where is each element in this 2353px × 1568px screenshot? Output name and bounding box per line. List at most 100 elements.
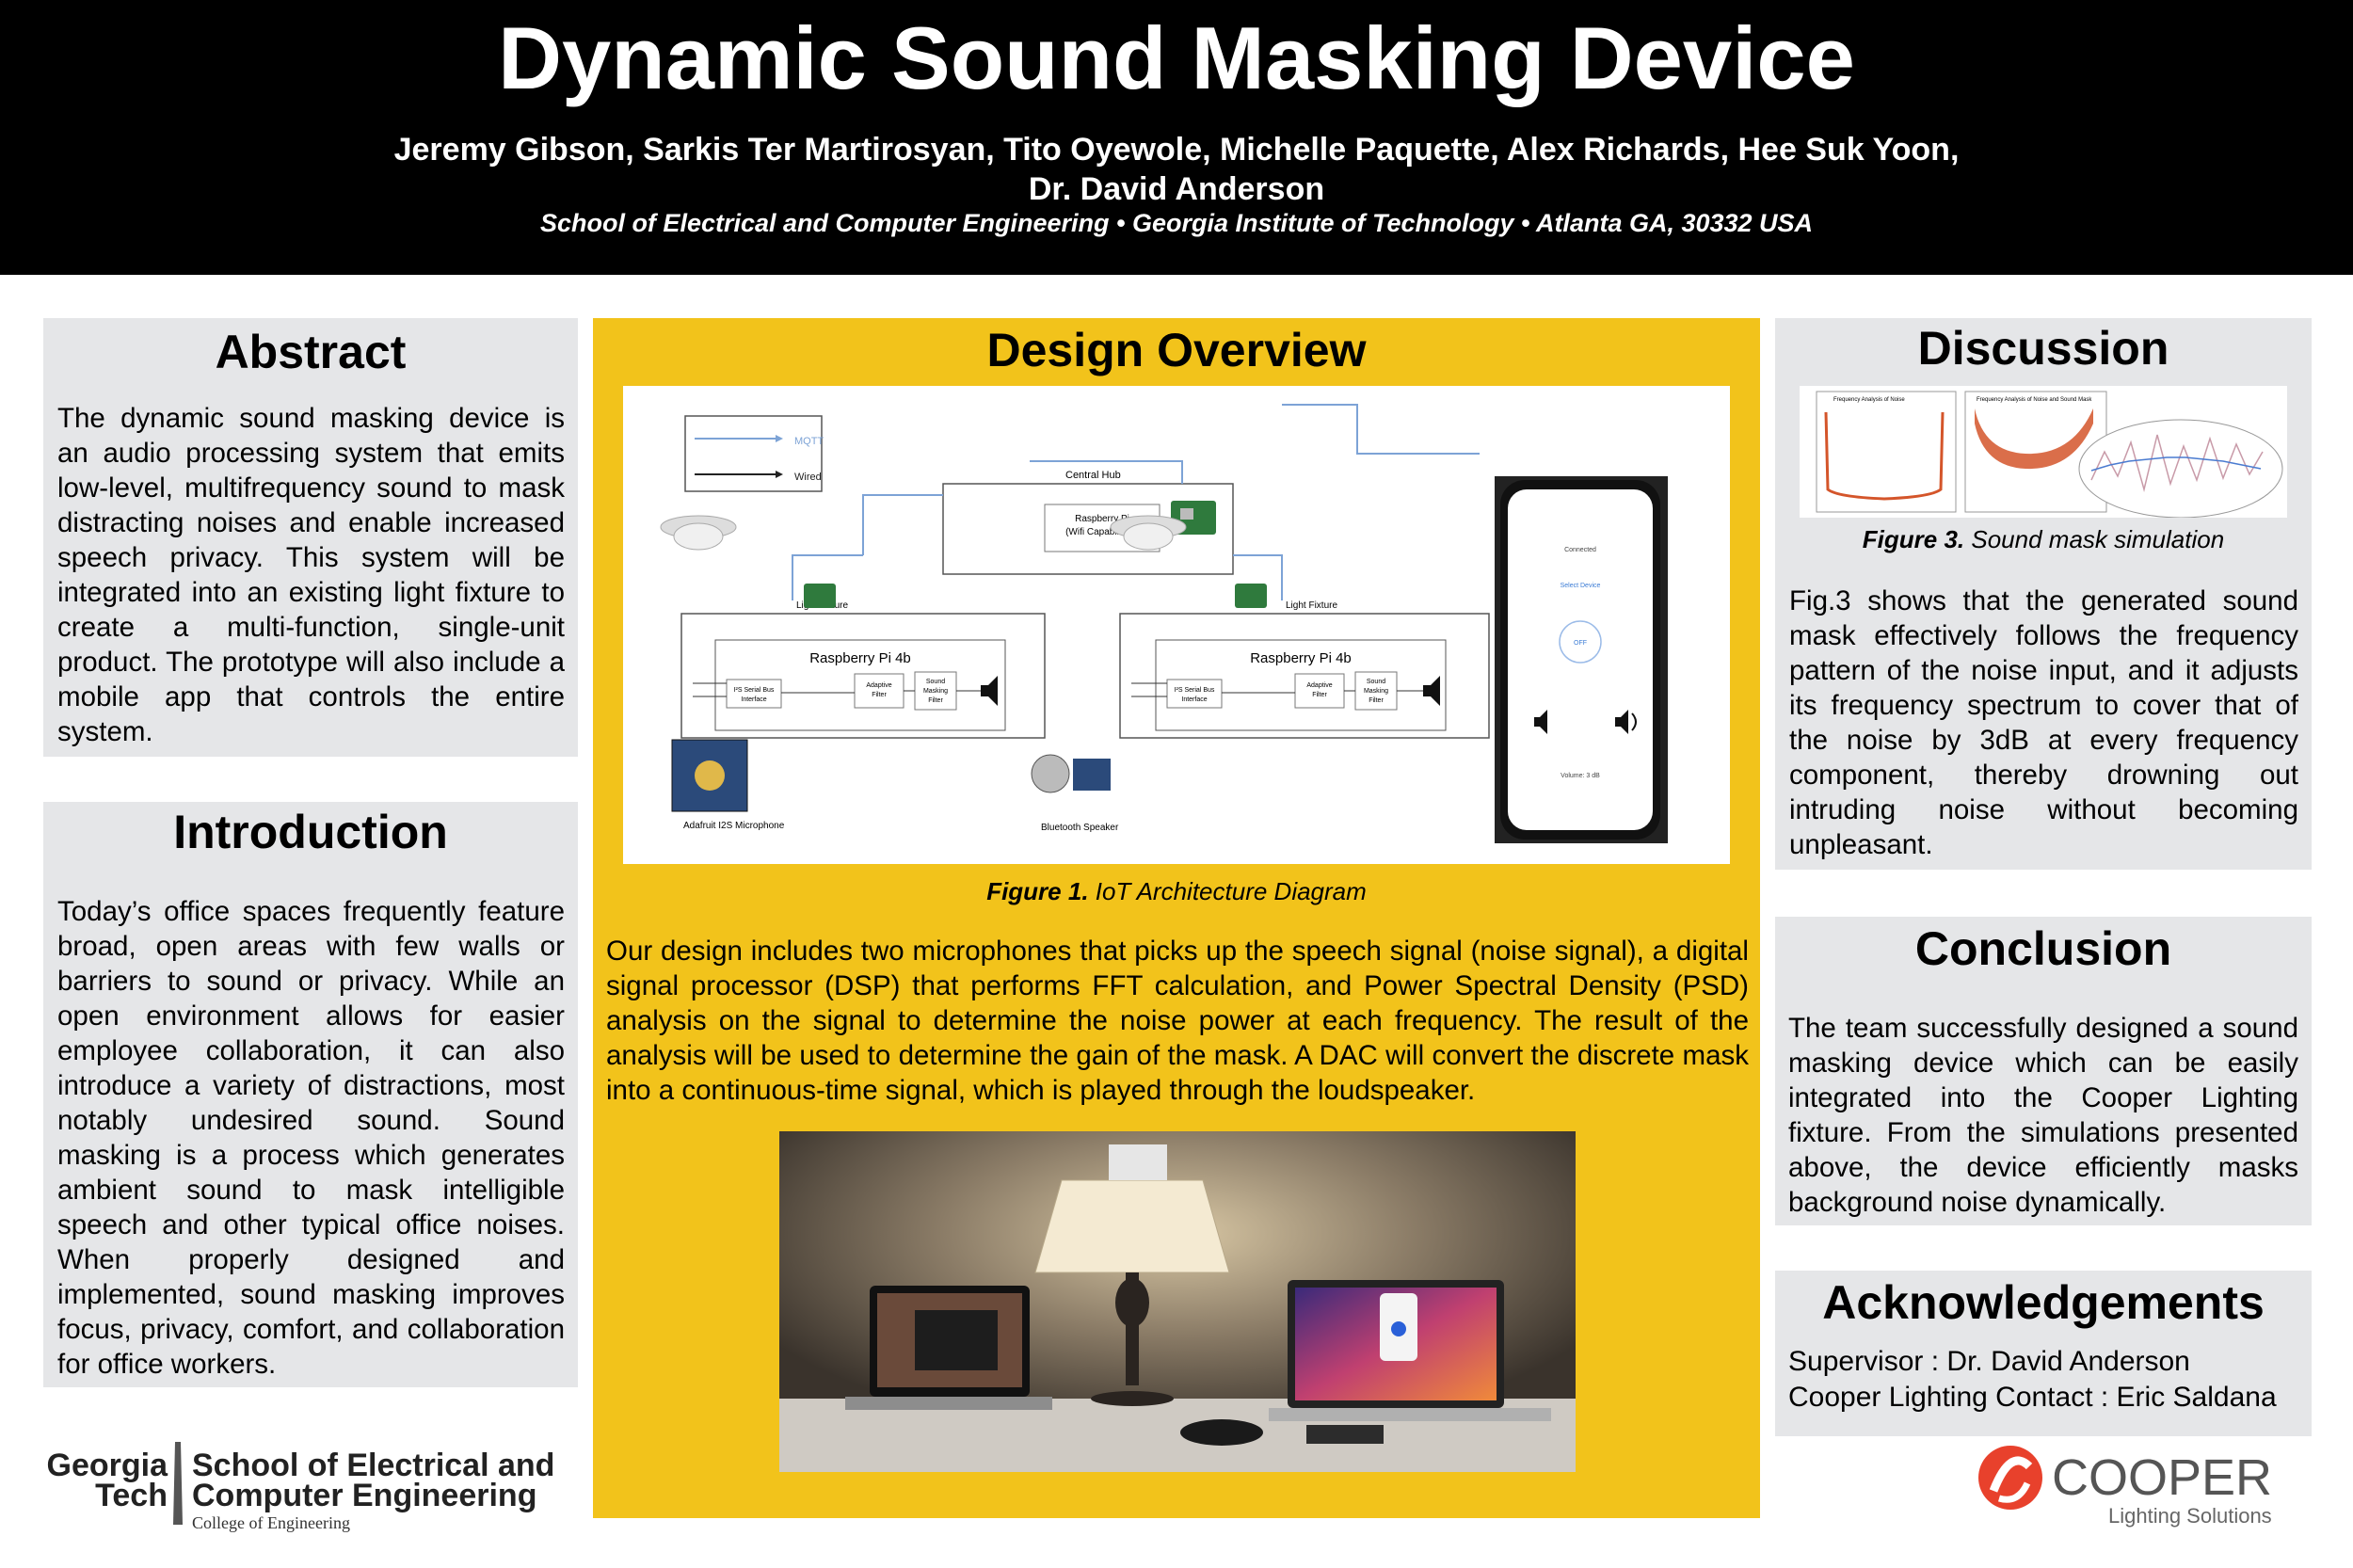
author-list: Jeremy Gibson, Sarkis Ter Martirosyan, T… <box>0 130 2353 209</box>
cooper-mark-swoosh <box>1997 1481 2031 1503</box>
iot-architecture-diagram: MQTT Wired Central Hub Raspberry Pi (Wif… <box>623 386 1730 864</box>
i2s-interface-box <box>1166 679 1223 709</box>
mask-spectrum-title: Frequency Analysis of Noise and Sound Ma… <box>1977 397 2092 403</box>
noise-curve <box>1824 411 1945 501</box>
abstract-heading: Abstract <box>215 326 407 378</box>
abstract-text: The dynamic sound masking device is an a… <box>57 403 565 747</box>
gt-word-georgia: Georgia <box>47 1448 169 1483</box>
design-overview-panel: Design Overview MQTT Wired Central Hub R… <box>593 318 1760 1518</box>
i2s-label-1: I²S Serial Bus <box>734 687 775 694</box>
masking-label-1: Sound <box>926 679 945 685</box>
volume-wave-icon <box>1631 712 1637 731</box>
sensor-device-icon <box>1109 1144 1167 1180</box>
acknowledgements-panel: Acknowledgements Supervisor : Dr. David … <box>1775 1271 2312 1436</box>
adaptive-filter-box <box>1294 673 1345 709</box>
figure-1-caption: Figure 1. IoT Architecture Diagram <box>593 877 1760 906</box>
georgia-tech-ece-logo: Georgia Tech School of Electrical and Co… <box>34 1434 589 1534</box>
masking-label-2: Masking <box>1364 688 1388 695</box>
microphone-label: Adafruit I2S Microphone <box>683 821 785 831</box>
speaker-icon <box>981 676 998 706</box>
bluetooth-speaker-icon <box>1031 754 1070 793</box>
discussion-text: Fig.3 shows that the generated sound mas… <box>1789 585 2298 860</box>
simulation-svg: Frequency Analysis of Noise Frequency An… <box>1816 391 2283 519</box>
speaker-label: Bluetooth Speaker <box>1041 823 1119 833</box>
cooper-logo-svg: COOPER Lighting Solutions <box>1978 1446 2272 1528</box>
phone-volume-label: Volume: 3 dB <box>1561 773 1600 779</box>
conclusion-heading: Conclusion <box>1914 922 2172 975</box>
rpi-wifi-label-2: (Wifi Capabilities) <box>1065 527 1139 537</box>
light-fixture-lens <box>673 522 724 551</box>
mask-band <box>1975 408 2093 470</box>
adaptive-label-2: Filter <box>1312 692 1327 698</box>
mqtt-arrowhead <box>776 435 783 442</box>
noise-spectrum-title: Frequency Analysis of Noise <box>1833 397 1905 403</box>
usb-hub-icon <box>1180 1419 1263 1446</box>
authors-line-1: Jeremy Gibson, Sarkis Ter Martirosyan, T… <box>393 132 1960 168</box>
cooper-subtitle: Lighting Solutions <box>2108 1504 2272 1528</box>
college-of-engineering: College of Engineering <box>192 1513 350 1532</box>
legend-mqtt-label: MQTT <box>794 436 824 447</box>
raspberry-pi-board-icon <box>1235 584 1267 608</box>
introduction-heading: Introduction <box>173 806 448 858</box>
masking-label-3: Filter <box>928 697 943 704</box>
discussion-panel: Discussion Frequency Analysis of Noise F… <box>1775 318 2312 870</box>
lamp-shade <box>1034 1179 1230 1273</box>
conclusion-panel: Conclusion The team successfully designe… <box>1775 917 2312 1225</box>
abstract-panel: Abstract The dynamic sound masking devic… <box>43 318 578 757</box>
phone-select-device: Select Device <box>1561 583 1601 589</box>
zoom-inset <box>2078 419 2283 519</box>
legend-wired-label: Wired <box>794 472 822 483</box>
sound-mask-simulation-figure: Frequency Analysis of Noise Frequency An… <box>1800 386 2287 519</box>
design-heading: Design Overview <box>986 324 1367 376</box>
raspberry-pi-board-icon <box>804 584 836 608</box>
discussion-heading: Discussion <box>1917 322 2169 375</box>
figure-1-caption-text: IoT Architecture Diagram <box>1088 877 1367 905</box>
acknowledgement-supervisor: Supervisor : Dr. David Anderson <box>1788 1346 2190 1377</box>
adaptive-label-1: Adaptive <box>866 682 891 689</box>
light-fixture-label: Light Fixture <box>1286 600 1337 611</box>
design-text: Our design includes two microphones that… <box>606 936 1749 1106</box>
lamp-foot <box>1091 1391 1174 1406</box>
laptop-right-base <box>1269 1408 1551 1421</box>
wired-arrowhead <box>776 471 783 478</box>
volume-down-icon <box>1534 710 1547 734</box>
zoom-noise-trace <box>2090 434 2264 492</box>
speaker-icon <box>1423 676 1440 706</box>
rpi4b-label: Raspberry Pi 4b <box>1250 650 1352 666</box>
phone-status-label: Connected <box>1564 547 1596 553</box>
volume-up-icon <box>1615 710 1628 734</box>
mqtt-link-right <box>1233 554 1283 600</box>
masking-label-2: Masking <box>923 688 948 695</box>
mqtt-link-phone <box>1282 404 1480 455</box>
phone-power-label: OFF <box>1574 640 1587 647</box>
adaptive-filter-box <box>854 673 904 709</box>
figure-3-caption-text: Sound mask simulation <box>1964 525 2225 553</box>
poster-header: Dynamic Sound Masking Device Jeremy Gibs… <box>0 0 2353 275</box>
adaptive-label-2: Filter <box>872 692 887 698</box>
authors-line-2: Dr. David Anderson <box>1028 171 1325 207</box>
laptop-left-base <box>845 1397 1052 1410</box>
school-line-1: School of Electrical and <box>192 1448 554 1483</box>
microphone-chip-icon <box>695 760 725 791</box>
rpi-wifi-label-1: Raspberry Pi <box>1075 514 1129 524</box>
microcontroller-board-icon <box>1306 1425 1384 1444</box>
gt-logo-svg: Georgia Tech School of Electrical and Co… <box>47 1442 554 1532</box>
i2s-label-1: I²S Serial Bus <box>1175 687 1215 694</box>
rpi4b-label: Raspberry Pi 4b <box>809 650 911 666</box>
adaptive-label-1: Adaptive <box>1306 682 1332 689</box>
prototype-photo-svg <box>779 1131 1576 1472</box>
i2s-label-2: Interface <box>1181 696 1207 703</box>
introduction-panel: Introduction Today’s office spaces frequ… <box>43 802 578 1387</box>
mqtt-link-top <box>1030 460 1183 484</box>
conclusion-text: The team successfully designed a sound m… <box>1788 1013 2298 1218</box>
masking-label-3: Filter <box>1369 697 1384 704</box>
architecture-svg: MQTT Wired Central Hub Raspberry Pi (Wif… <box>660 404 1668 843</box>
figure-3-label: Figure 3. <box>1862 525 1965 553</box>
figure-1-label: Figure 1. <box>986 877 1089 905</box>
tech-tower-icon <box>173 1442 183 1525</box>
phone-power-button <box>1559 620 1602 664</box>
mqtt-link-left-hub <box>862 494 943 555</box>
i2s-label-2: Interface <box>741 696 766 703</box>
app-button-icon <box>1391 1321 1406 1336</box>
legend-box <box>684 415 823 492</box>
